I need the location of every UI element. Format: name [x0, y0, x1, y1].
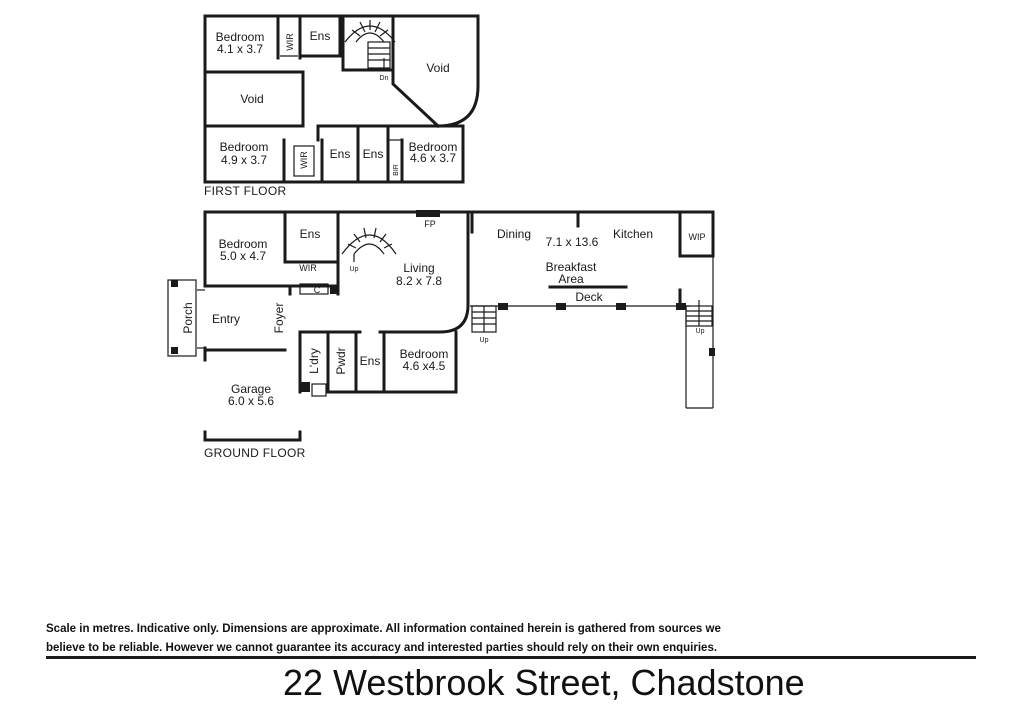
- spiral-stair-first-floor: [344, 20, 396, 70]
- first-floor-plan: Bedroom 4.1 x 3.7 WIR Ens Dn Void Void B…: [203, 14, 480, 198]
- gf-ens-1-label: Ens: [300, 227, 321, 241]
- ff-ens-2-label: Ens: [330, 147, 351, 161]
- footer-divider: [46, 656, 976, 659]
- gf-powder-label: Pwdr: [334, 347, 348, 374]
- ground-floor-outer-wall: [203, 210, 715, 258]
- gf-bedroom-1-size: 5.0 x 4.7: [220, 249, 266, 263]
- ff-ens-3-label: Ens: [363, 147, 384, 161]
- gf-ens-2-label: Ens: [360, 354, 381, 368]
- gf-garage-label: Garage: [231, 382, 271, 396]
- first-floor-outer-wall: [203, 14, 480, 184]
- gf-wir-label: WIR: [299, 263, 317, 273]
- gf-cupboard-label: C: [314, 285, 321, 295]
- gf-deck-up-right-label: Up: [696, 328, 705, 335]
- gf-area-label: Area: [558, 272, 584, 286]
- ff-bir-label: BIR: [393, 164, 400, 176]
- first-floor-title: FIRST FLOOR: [204, 184, 286, 198]
- ff-bedroom-1-label: Bedroom: [216, 30, 265, 44]
- ff-bedroom-3-label: Bedroom: [409, 140, 458, 154]
- garage-outline: [203, 430, 302, 442]
- gf-bedroom-1-label: Bedroom: [219, 237, 268, 251]
- gf-deck-label: Deck: [575, 290, 603, 304]
- gf-porch-label: Porch: [181, 302, 195, 333]
- ff-bedroom-1-size: 4.1 x 3.7: [217, 42, 263, 56]
- spiral-stair-ground-floor: [341, 227, 397, 262]
- gf-bedroom-2-label: Bedroom: [400, 347, 449, 361]
- gf-foyer-label: Foyer: [272, 303, 286, 334]
- deck-stair-left: [471, 305, 497, 333]
- gf-living-label: Living: [403, 261, 434, 275]
- gf-living-size: 8.2 x 7.8: [396, 274, 442, 288]
- ff-bedroom-2-label: Bedroom: [220, 140, 269, 154]
- gf-laundry-label: L'dry: [307, 348, 321, 374]
- gf-bedroom-2-size: 4.6 x4.5: [403, 359, 446, 373]
- gf-wip-label: WIP: [689, 232, 706, 242]
- gf-breakfast-label: Breakfast: [546, 260, 597, 274]
- ff-void-1-label: Void: [426, 61, 449, 75]
- ff-stair-dn-label: Dn: [380, 75, 389, 82]
- ff-wir-2-label: WIR: [299, 151, 309, 169]
- gf-open-plan-size: 7.1 x 13.6: [546, 235, 599, 249]
- porch-outline: [167, 279, 197, 357]
- ff-void-2-label: Void: [240, 92, 263, 106]
- ff-wir-1-label: WIR: [285, 33, 295, 51]
- property-address: 22 Westbrook Street, Chadstone: [283, 662, 805, 703]
- gf-deck-up-left-label: Up: [480, 337, 489, 344]
- gf-fp-label: FP: [424, 219, 436, 229]
- ground-floor-plan: Bedroom 5.0 x 4.7 Ens WIR C FP Up Living…: [167, 210, 715, 460]
- gf-entry-label: Entry: [212, 312, 240, 326]
- ff-bedroom-2-size: 4.9 x 3.7: [221, 153, 267, 167]
- gf-garage-size: 6.0 x 5.6: [228, 394, 274, 408]
- fireplace-mark: [416, 210, 440, 217]
- ff-bedroom-3-size: 4.6 x 3.7: [410, 151, 456, 165]
- disclaimer-line-1: Scale in metres. Indicative only. Dimens…: [46, 623, 721, 635]
- gf-kitchen-label: Kitchen: [613, 227, 653, 241]
- ff-ens-1-label: Ens: [310, 29, 331, 43]
- ground-floor-title: GROUND FLOOR: [204, 446, 306, 460]
- gf-dining-label: Dining: [497, 227, 531, 241]
- floor-plan: Bedroom 4.1 x 3.7 WIR Ens Dn Void Void B…: [167, 14, 715, 460]
- deck-stair-right: [685, 300, 713, 327]
- gf-spiral-up-label: Up: [350, 266, 359, 273]
- disclaimer-line-2: believe to be reliable. However we canno…: [46, 642, 718, 654]
